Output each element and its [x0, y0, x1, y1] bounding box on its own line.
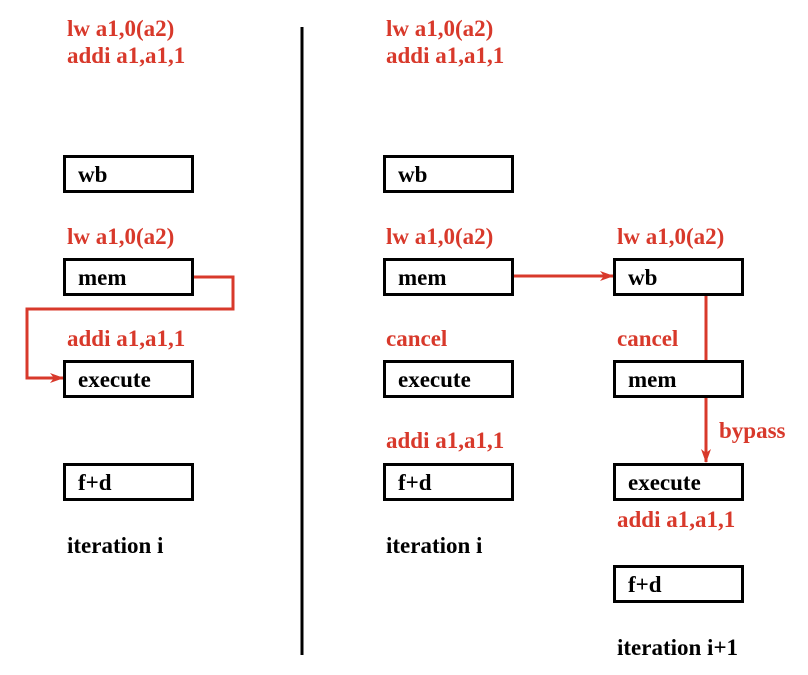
stage-execute-i1: execute: [613, 463, 744, 501]
iteration-caption: iteration i: [67, 533, 164, 558]
stage-wb: wb: [63, 155, 194, 193]
stage-mem: mem: [63, 258, 194, 296]
stage-fd: f+d: [63, 463, 194, 501]
code-line-1: lw a1,0(a2): [67, 16, 175, 41]
stage-wb-i: wb: [383, 155, 514, 193]
code-line-2-right: addi a1,a1,1: [386, 43, 505, 68]
stage-execute: execute: [63, 360, 194, 398]
code-line-2: addi a1,a1,1: [67, 43, 186, 68]
stage-execute-i: execute: [383, 360, 514, 398]
stage-mem-i1: mem: [613, 360, 744, 398]
wb-instruction-label-i1: lw a1,0(a2): [617, 224, 725, 249]
execute-instruction-label: addi a1,a1,1: [67, 326, 186, 351]
fd-instruction-label-i: addi a1,a1,1: [386, 428, 505, 453]
cancel-label-i1: cancel: [617, 326, 679, 351]
stage-fd-i: f+d: [383, 463, 514, 501]
cancel-label-i: cancel: [386, 326, 448, 351]
iteration-caption-i: iteration i: [386, 533, 483, 558]
forward-arrow-left: [25, 275, 235, 383]
iteration-caption-i1: iteration i+1: [617, 635, 739, 660]
mem-instruction-label: lw a1,0(a2): [67, 224, 175, 249]
execute-instruction-label-i1: addi a1,a1,1: [617, 507, 736, 532]
stage-wb-i1: wb: [613, 258, 744, 296]
bypass-label: bypass: [719, 418, 786, 443]
stage-mem-i: mem: [383, 258, 514, 296]
mem-instruction-label-i: lw a1,0(a2): [386, 224, 494, 249]
stage-fd-i1: f+d: [613, 565, 744, 603]
code-line-1-right: lw a1,0(a2): [386, 16, 494, 41]
